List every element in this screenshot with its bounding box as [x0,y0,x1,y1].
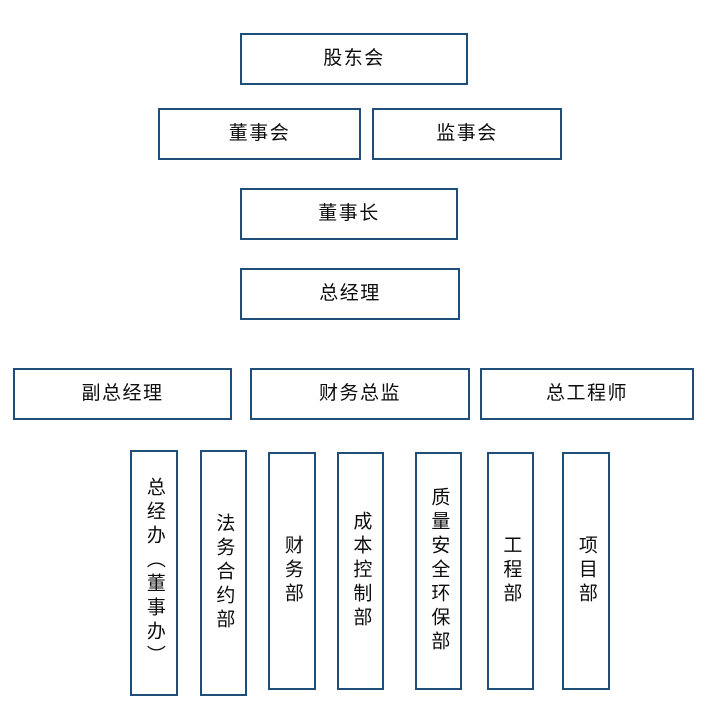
node-general-manager[interactable]: 总经理 [240,268,460,320]
node-financial-director[interactable]: 财务总监 [250,368,470,420]
node-label: 法务合约部 [213,513,236,633]
node-label: 成本控制部 [350,511,373,631]
node-engineering-dept[interactable]: 工程部 [487,452,534,690]
node-quality-safety-env-dept[interactable]: 质量安全环保部 [415,452,462,690]
node-label: 总经办（董事办） [143,477,166,669]
node-shareholders-meeting[interactable]: 股东会 [240,33,468,85]
node-label: 董事会 [228,122,291,145]
node-cost-control-dept[interactable]: 成本控制部 [337,452,384,690]
node-label: 财务总监 [318,382,401,405]
node-deputy-general-manager[interactable]: 副总经理 [13,368,232,420]
node-board-of-supervisors[interactable]: 监事会 [372,108,562,160]
node-chairman[interactable]: 董事长 [240,188,458,240]
node-label: 总工程师 [545,382,628,405]
node-project-dept[interactable]: 项目部 [562,452,610,690]
node-label: 总经理 [319,282,381,305]
node-legal-contract-dept[interactable]: 法务合约部 [200,450,247,696]
node-gm-office[interactable]: 总经办（董事办） [130,450,178,696]
node-label: 股东会 [323,47,385,70]
node-label: 财务部 [281,535,304,607]
node-label: 监事会 [436,122,498,145]
node-board-of-directors[interactable]: 董事会 [158,108,361,160]
node-label: 项目部 [575,535,598,607]
node-finance-dept[interactable]: 财务部 [268,452,316,690]
node-label: 董事长 [318,202,380,225]
node-label: 副总经理 [81,382,164,405]
node-label: 工程部 [500,535,523,607]
node-chief-engineer[interactable]: 总工程师 [480,368,694,420]
node-label: 质量安全环保部 [428,487,451,655]
